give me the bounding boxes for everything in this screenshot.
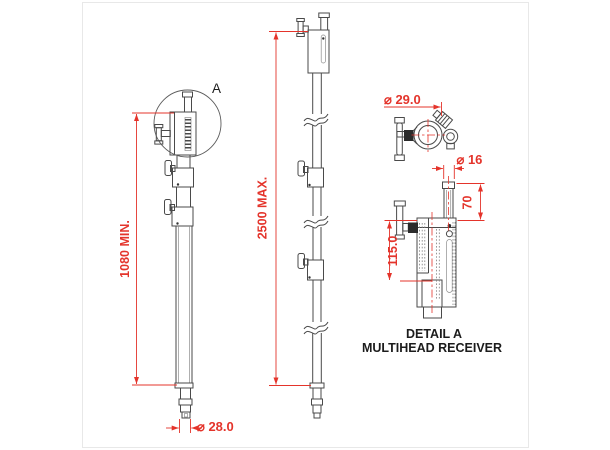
dim-extended-height (269, 31, 311, 386)
dim-collapsed-height-label: 1080 MIN. (118, 220, 132, 278)
dim-receiver-outer-diameter (384, 102, 442, 116)
drawing-panel (82, 2, 529, 448)
dim-stud-length-label: 70 (461, 196, 475, 210)
extended-stand-figure (296, 12, 330, 419)
detail-circle-label: A (212, 81, 221, 96)
receiver-top-view (394, 109, 459, 161)
dim-collapsed-height (132, 112, 177, 386)
knurl-texture (419, 222, 456, 305)
receiver-side-view (393, 176, 457, 319)
caption-detail-a: DETAIL A (406, 327, 462, 341)
lever-block-side (408, 222, 418, 233)
dim-receiver-body-length (384, 220, 432, 282)
lever-block (404, 130, 414, 141)
detail-circle (153, 89, 222, 158)
dim-extended-height-label: 2500 MAX. (256, 177, 270, 240)
dim-stud-diameter (432, 165, 464, 179)
collapsed-stand-figure (154, 91, 197, 419)
dim-base-diameter-label: ⌀ 28.0 (197, 419, 234, 434)
dim-receiver-outer-diameter-label: ⌀ 29.0 (384, 92, 421, 107)
dim-receiver-body-length-label: 115.0 (386, 236, 400, 267)
dim-base-diameter (166, 419, 202, 433)
caption-multihead-receiver: MULTIHEAD RECEIVER (362, 341, 502, 355)
dim-stud-diameter-label: ⌀ 16 (457, 152, 483, 167)
dim-stud-length (456, 183, 485, 221)
